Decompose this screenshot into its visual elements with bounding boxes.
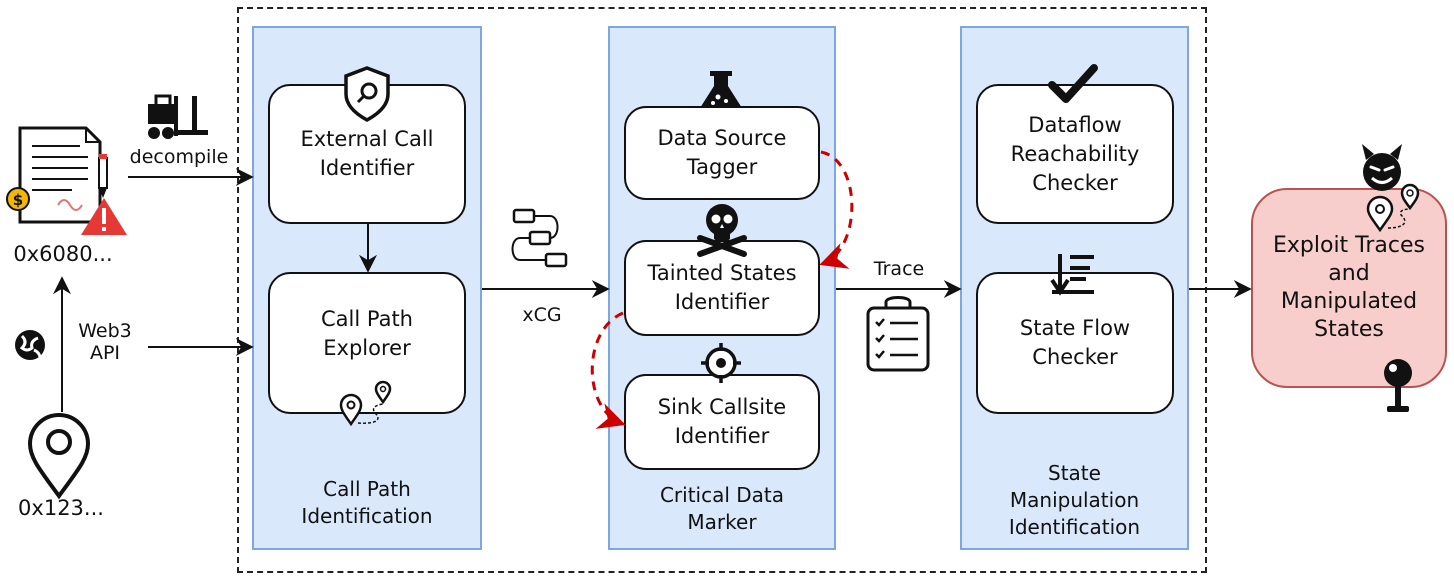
data-source-tagger-node: Data Source Tagger: [624, 106, 820, 200]
warning-icon: [81, 198, 127, 235]
xcg-label: xCG: [522, 304, 562, 326]
flowchart-icon: [511, 208, 568, 268]
dataflow-reachability-checker-node: Dataflow Reachability Checker: [976, 84, 1174, 224]
web3-api-label: Web3 API: [78, 320, 132, 364]
pen-icon: [98, 154, 108, 198]
call-path-explorer-node: Call Path Explorer: [268, 272, 466, 414]
trace-label: Trace: [873, 258, 925, 280]
flask-icon: [700, 71, 742, 108]
svg-text:$: $: [13, 191, 23, 209]
route-icon: [339, 380, 392, 427]
devil-icon: [1362, 144, 1402, 191]
location-pin-icon: [27, 413, 91, 500]
exploit-traces-node: Exploit Traces and Manipulated States: [1251, 188, 1447, 388]
contract-document-icon: [18, 126, 102, 224]
state-flow-checker-node: State Flow Checker: [976, 272, 1174, 414]
address-label: 0x123...: [18, 496, 104, 520]
state-manipulation-panel-title: State Manipulation Identification: [1008, 461, 1141, 539]
source-to-tainted-dashed-arrow: [819, 150, 854, 269]
bytecode-label: 0x6080...: [13, 242, 113, 266]
checkmark-icon: [1048, 64, 1098, 103]
globe-icon: [15, 330, 45, 360]
forklift-icon: [148, 94, 208, 139]
tainted-states-identifier-node: Tainted States Identifier: [624, 240, 820, 336]
map-route-icon: [1366, 183, 1420, 233]
external-call-identifier-node: External Call Identifier: [268, 84, 466, 224]
shield-search-icon: [344, 66, 390, 122]
checklist-icon: [866, 296, 930, 372]
coin-icon: $: [6, 187, 30, 211]
sort-icon: [1050, 254, 1094, 296]
decompile-label: decompile: [129, 146, 229, 168]
target-icon: [701, 343, 741, 383]
joystick-icon: [1384, 359, 1412, 412]
call-path-panel-title: Call Path Identification: [301, 477, 433, 528]
critical-data-panel-title: Critical Data Marker: [659, 483, 785, 534]
sink-callsite-identifier-node: Sink Callsite Identifier: [624, 374, 820, 470]
tainted-to-sink-dashed-arrow: [590, 311, 626, 429]
skull-icon: [697, 204, 747, 257]
